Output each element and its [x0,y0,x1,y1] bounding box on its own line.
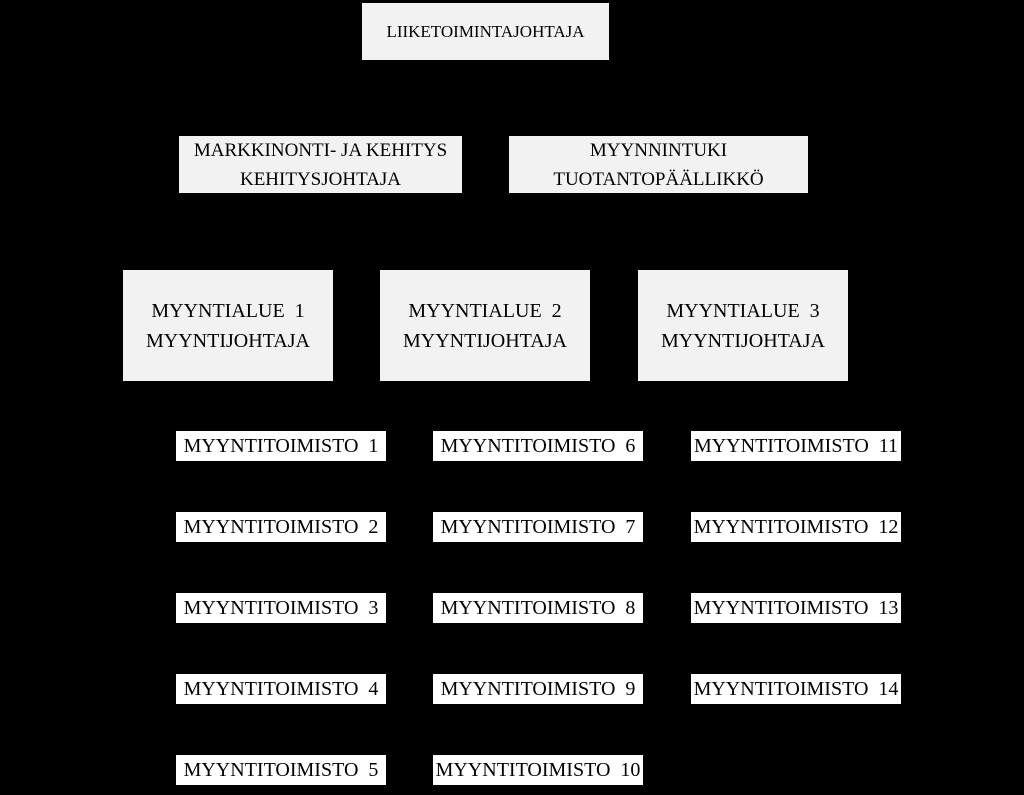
node-label: MYYNTITOIMISTO 3 [183,597,379,619]
node-myyntitoimisto-4: MYYNTITOIMISTO 4 [176,674,386,704]
node-label-line2: MYYNTIJOHTAJA [403,329,567,352]
node-myyntitoimisto-12: MYYNTITOIMISTO 12 [691,512,901,542]
node-label-line2: KEHITYSJOHTAJA [239,168,402,190]
node-label-line2: TUOTANTOPÄÄLLIKKÖ [553,168,764,190]
node-myyntialue-3: MYYNTIALUE 3 MYYNTIJOHTAJA [638,270,848,381]
node-myyntitoimisto-11: MYYNTITOIMISTO 11 [691,431,901,461]
node-label-line2: MYYNTIJOHTAJA [661,329,825,352]
node-myyntitoimisto-3: MYYNTITOIMISTO 3 [176,593,386,623]
node-label: MYYNTITOIMISTO 7 [440,516,636,538]
node-myyntitoimisto-1: MYYNTITOIMISTO 1 [176,431,386,461]
node-label: LIIKETOIMINTAJOHTAJA [386,21,585,41]
node-myyntitoimisto-9: MYYNTITOIMISTO 9 [433,674,643,704]
node-myyntitoimisto-7: MYYNTITOIMISTO 7 [433,512,643,542]
node-label: MYYNTITOIMISTO 2 [183,516,379,538]
node-label: MYYNTITOIMISTO 1 [183,435,379,457]
node-label: MYYNTITOIMISTO 5 [183,759,379,781]
node-label-line1: MYYNNINTUKI [589,139,728,161]
node-label-line1: MYYNTIALUE 3 [666,299,820,322]
node-myyntitoimisto-6: MYYNTITOIMISTO 6 [433,431,643,461]
node-label: MYYNTITOIMISTO 13 [693,597,899,619]
node-label: MYYNTITOIMISTO 11 [693,435,899,457]
node-myynnintuki: MYYNNINTUKI TUOTANTOPÄÄLLIKKÖ [509,136,808,193]
node-liiketoimintajohtaja: LIIKETOIMINTAJOHTAJA [362,3,609,60]
node-label-line1: MARKKINONTI- JA KEHITYS [193,139,448,161]
node-label-line1: MYYNTIALUE 1 [151,299,305,322]
node-label: MYYNTITOIMISTO 4 [183,678,379,700]
node-myyntialue-1: MYYNTIALUE 1 MYYNTIJOHTAJA [123,270,333,381]
node-label-line2: MYYNTIJOHTAJA [146,329,310,352]
node-myyntitoimisto-10: MYYNTITOIMISTO 10 [433,755,643,785]
node-label-line1: MYYNTIALUE 2 [408,299,562,322]
node-label: MYYNTITOIMISTO 12 [693,516,899,538]
node-markkinointi-kehitys: MARKKINONTI- JA KEHITYS KEHITYSJOHTAJA [179,136,462,193]
node-label: MYYNTITOIMISTO 10 [435,759,641,781]
node-myyntialue-2: MYYNTIALUE 2 MYYNTIJOHTAJA [380,270,590,381]
node-myyntitoimisto-8: MYYNTITOIMISTO 8 [433,593,643,623]
node-myyntitoimisto-5: MYYNTITOIMISTO 5 [176,755,386,785]
node-myyntitoimisto-14: MYYNTITOIMISTO 14 [691,674,901,704]
node-myyntitoimisto-13: MYYNTITOIMISTO 13 [691,593,901,623]
node-label: MYYNTITOIMISTO 6 [440,435,636,457]
node-myyntitoimisto-2: MYYNTITOIMISTO 2 [176,512,386,542]
node-label: MYYNTITOIMISTO 14 [693,678,899,700]
node-label: MYYNTITOIMISTO 9 [440,678,636,700]
node-label: MYYNTITOIMISTO 8 [440,597,636,619]
